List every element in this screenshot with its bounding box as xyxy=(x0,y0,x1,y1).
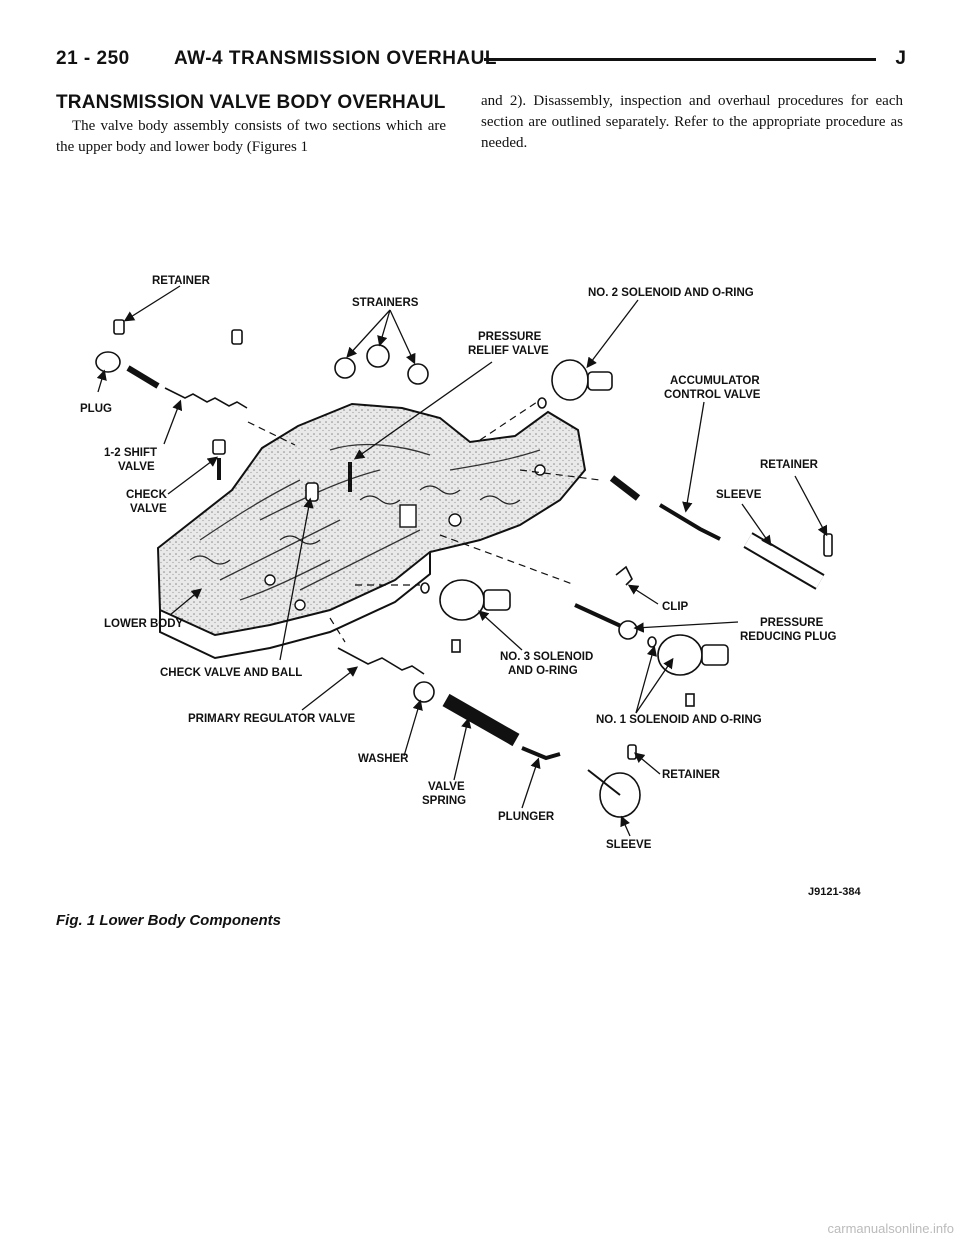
figure-caption: Fig. 1 Lower Body Components xyxy=(56,912,282,929)
alignment-lines xyxy=(247,399,601,643)
label-lower-body: LOWER BODY xyxy=(104,618,184,630)
valve-spring-part xyxy=(442,693,520,747)
retainer-part xyxy=(113,319,125,335)
shift-valve-part xyxy=(164,387,248,409)
label-retainer: RETAINER xyxy=(662,769,721,781)
primary-regulator-valve-part xyxy=(337,647,425,675)
label-sleeve: SLEEVE xyxy=(606,839,652,851)
page-number: 21 - 250 xyxy=(56,48,130,69)
label-retainer: RETAINER xyxy=(760,459,819,471)
label-washer: WASHER xyxy=(358,753,409,765)
body-column-left: The valve body assembly consists of two … xyxy=(56,116,446,158)
label-accumulator: CONTROL VALVE xyxy=(664,389,761,401)
check-valve-ball-part xyxy=(305,482,319,502)
header-mark: J xyxy=(895,48,906,69)
spring-part xyxy=(126,365,160,389)
body-paragraph: The valve body assembly consists of two … xyxy=(56,118,446,155)
label-valve-spring: SPRING xyxy=(422,795,466,807)
plunger-part xyxy=(521,746,561,761)
label-check-valve: CHECK xyxy=(126,489,168,501)
retainer-part xyxy=(823,533,833,557)
label-no3-solenoid: AND O-RING xyxy=(508,665,578,677)
figure-id: J9121-384 xyxy=(808,886,861,898)
label-strainers: STRAINERS xyxy=(352,297,419,309)
label-shift-valve: VALVE xyxy=(118,461,155,473)
pressure-reducing-plug-part xyxy=(574,603,624,629)
label-check-valve-ball: CHECK VALVE AND BALL xyxy=(160,667,302,679)
label-plunger: PLUNGER xyxy=(498,811,555,823)
no1-solenoid-part xyxy=(657,634,703,676)
watermark: carmanualsonline.info xyxy=(827,1221,954,1236)
label-plug: PLUG xyxy=(80,403,112,415)
strainer-part xyxy=(366,344,390,368)
washer-part xyxy=(413,681,435,703)
accumulator-spring-part xyxy=(609,475,641,501)
strainer-part xyxy=(407,363,429,385)
accumulator-valve-part xyxy=(658,503,721,541)
retainer-part xyxy=(627,744,637,760)
label-pressure-relief: PRESSURE xyxy=(478,331,542,343)
label-retainer: RETAINER xyxy=(152,275,211,287)
leader-lines xyxy=(96,285,828,837)
label-no3-solenoid: NO. 3 SOLENOID xyxy=(500,651,593,663)
no3-solenoid-part xyxy=(439,579,485,621)
label-sleeve: SLEEVE xyxy=(716,489,762,501)
plug-part xyxy=(95,351,121,373)
label-pressure-relief: RELIEF VALVE xyxy=(468,345,549,357)
body-paragraph: and 2). Disassembly, inspection and over… xyxy=(481,93,903,151)
page-header: 21 - 250 AW-4 TRANSMISSION OVERHAUL J xyxy=(56,48,906,74)
header-rule xyxy=(484,58,876,61)
body-column-right: and 2). Disassembly, inspection and over… xyxy=(481,91,903,154)
header-title: AW-4 TRANSMISSION OVERHAUL xyxy=(174,48,497,69)
section-title: TRANSMISSION VALVE BODY OVERHAUL xyxy=(56,92,446,113)
label-no2-solenoid: NO. 2 SOLENOID AND O-RING xyxy=(588,287,754,299)
label-no1-solenoid: NO. 1 SOLENOID AND O-RING xyxy=(596,714,762,726)
label-primary-regulator: PRIMARY REGULATOR VALVE xyxy=(188,713,356,725)
label-pressure-reducing: PRESSURE xyxy=(760,617,824,629)
label-shift-valve: 1-2 SHIFT xyxy=(104,447,157,459)
label-accumulator: ACCUMULATOR xyxy=(670,375,760,387)
retainer-part xyxy=(231,329,243,345)
label-pressure-reducing: REDUCING PLUG xyxy=(740,631,837,643)
check-valve-part xyxy=(212,439,226,455)
label-check-valve: VALVE xyxy=(130,503,167,515)
no2-solenoid-part xyxy=(551,359,589,401)
lower-body-casting xyxy=(156,402,587,660)
clip-part xyxy=(615,565,633,586)
label-clip: CLIP xyxy=(662,601,689,613)
strainer-part xyxy=(334,357,356,379)
label-valve-spring: VALVE xyxy=(428,781,465,793)
